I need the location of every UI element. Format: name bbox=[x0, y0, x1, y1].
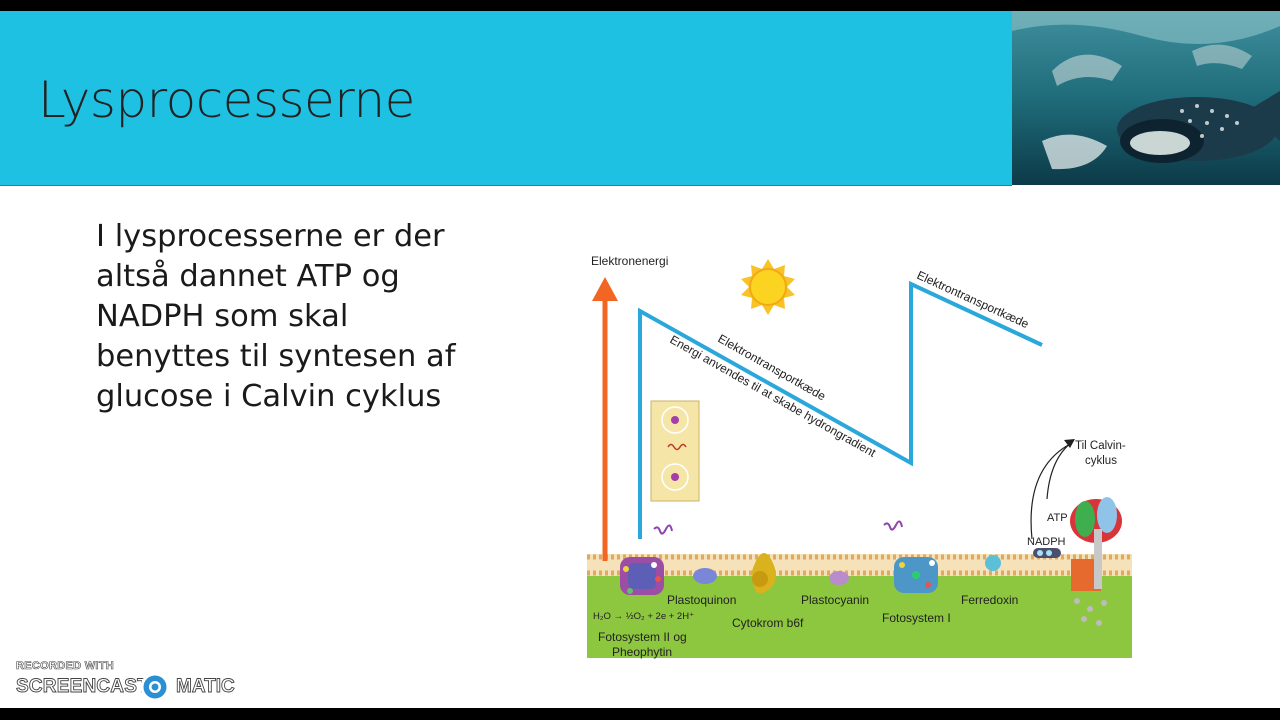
slide: Lysprocesserne bbox=[0, 11, 1280, 708]
watermark-recorded-with: RECORDED WITH bbox=[16, 660, 115, 673]
sun-icon bbox=[741, 259, 795, 315]
screencast-watermark: RECORDED WITH SCREENCAST MATIC bbox=[16, 660, 246, 710]
plastoquinone-icon bbox=[693, 568, 717, 584]
body-line: benyttes til syntesen af bbox=[96, 339, 456, 374]
ferredoxin-icon bbox=[985, 555, 1001, 571]
watermark-brand-right: MATIC bbox=[176, 676, 236, 698]
chain-label-2: Elektrontransportkæde bbox=[915, 268, 1032, 331]
stroma-region bbox=[587, 574, 1132, 658]
header-photo-whale-shark bbox=[1012, 11, 1280, 185]
screencast-logo-icon bbox=[140, 672, 170, 702]
cytokrom-label: Cytokrom b6f bbox=[732, 616, 804, 630]
cytochrome-b6f-complex bbox=[752, 553, 776, 594]
photosystem-ii-complex bbox=[620, 524, 673, 595]
to-calvin-label: Til Calvin- bbox=[1075, 440, 1126, 452]
body-line: altså dannet ATP og bbox=[96, 259, 400, 294]
plastocyanin-label: Plastocyanin bbox=[801, 593, 869, 607]
body-line: NADPH som skal bbox=[96, 299, 349, 334]
fotosystem-ii-label: Fotosystem II og bbox=[598, 630, 687, 644]
antenna-complex bbox=[650, 400, 700, 502]
to-calvin-arrows bbox=[1030, 439, 1075, 540]
watermark-brand-left: SCREENCAST bbox=[16, 676, 150, 698]
plastocyanin-icon bbox=[829, 571, 849, 585]
z-scheme-diagram: Elektronenergi Elektrontransportkæde Ene… bbox=[580, 239, 1140, 674]
nadph-label: NADPH bbox=[1027, 536, 1066, 548]
fotosystem-i-label: Fotosystem I bbox=[882, 611, 951, 625]
title-bar: Lysprocesserne bbox=[0, 11, 1012, 186]
ferredoxin-label: Ferredoxin bbox=[961, 593, 1018, 607]
atp-label: ATP bbox=[1047, 512, 1068, 524]
axis-label: Elektronenergi bbox=[591, 254, 668, 268]
energy-axis-arrow bbox=[592, 277, 618, 561]
photosystem-i-complex bbox=[883, 520, 938, 593]
slide-title: Lysprocesserne bbox=[38, 71, 415, 129]
electron-path-line bbox=[638, 280, 1043, 539]
fotosystem-ii-label: Pheophytin bbox=[612, 645, 672, 659]
atp-synthase-complex bbox=[1070, 497, 1122, 626]
nadph-icon bbox=[1033, 548, 1061, 558]
body-line: I lysprocesserne er der bbox=[96, 219, 445, 254]
body-text: I lysprocesserne er der altså dannet ATP… bbox=[96, 217, 476, 417]
plastoquinon-label: Plastoquinon bbox=[667, 593, 736, 607]
water-reaction-label: H₂O → ½O₂ + 2e + 2H⁺ bbox=[593, 611, 694, 622]
body-line: glucose i Calvin cyklus bbox=[96, 379, 442, 414]
to-calvin-label: cyklus bbox=[1085, 455, 1117, 467]
